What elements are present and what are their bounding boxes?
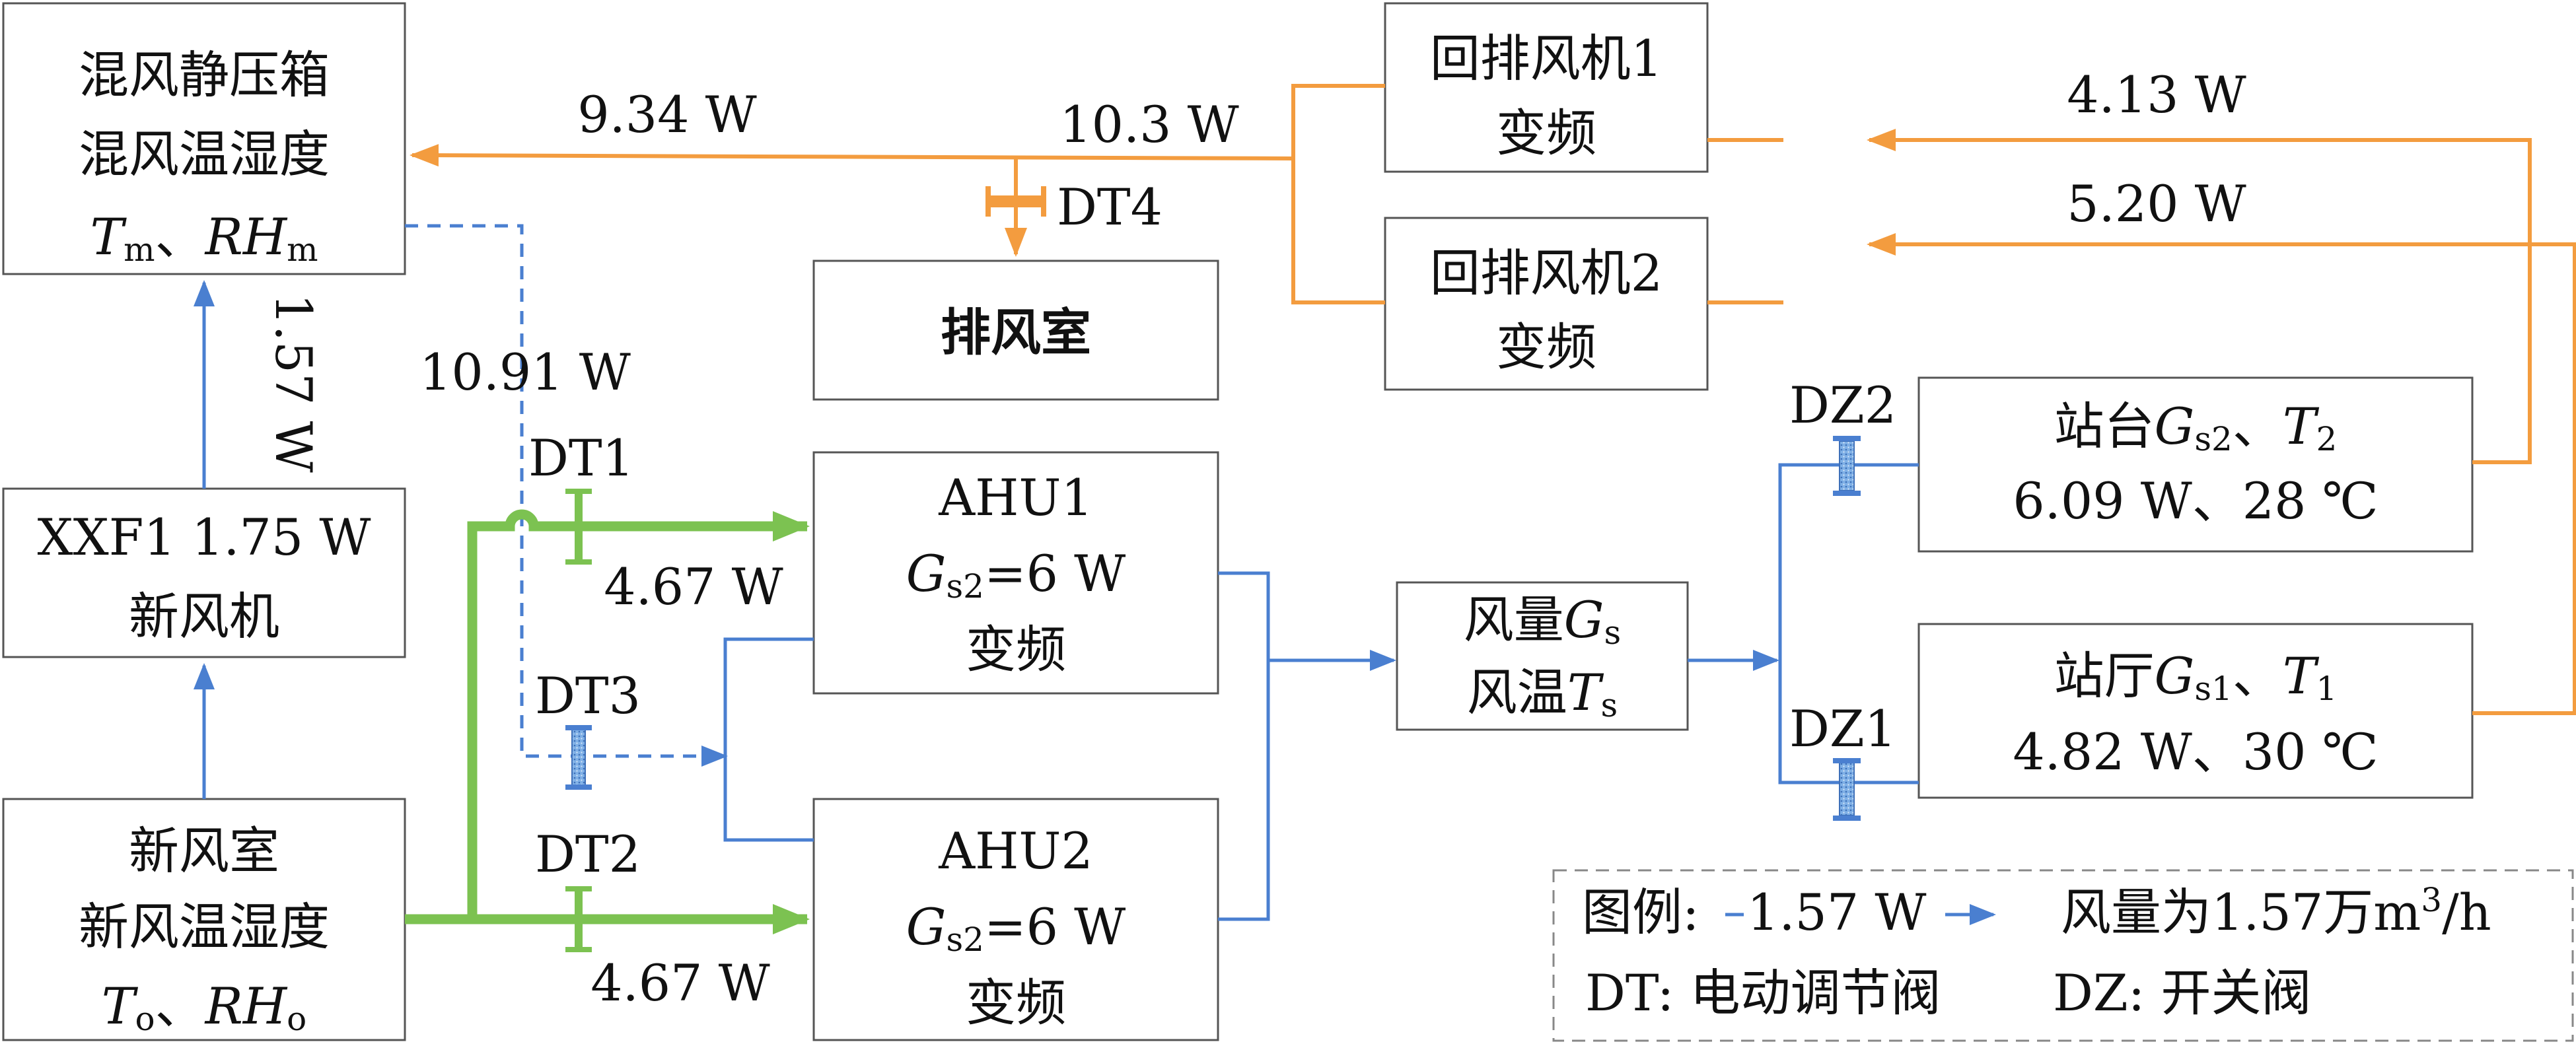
dt3-valve[interactable] <box>565 725 592 790</box>
ahu2-mode: 变频 <box>966 973 1066 1032</box>
ahu2-name: AHU2 <box>938 821 1093 880</box>
xxf1-type: 新风机 <box>129 587 279 646</box>
fresh-to-ahu1-line <box>467 509 810 919</box>
ahu1-box: AHU1 Gs2=6 W 变频 <box>812 451 1219 695</box>
dt1-valve[interactable] <box>565 489 592 565</box>
return-fan-1-mode: 变频 <box>1496 104 1596 162</box>
return-fan-2-box: 回排风机2 变频 <box>1384 217 1709 391</box>
exhaust-room-label: 排风室 <box>941 303 1091 362</box>
supply-air-box: 风量Gs 风温Ts <box>1396 581 1689 731</box>
hall-values: 4.82 W、30 ℃ <box>2013 722 2378 781</box>
exhaust-room-box: 排风室 <box>812 260 1219 401</box>
dz2-valve[interactable] <box>1833 436 1861 496</box>
platform-title: 站台Gs2、T2 <box>2054 397 2338 458</box>
hall-box: 站厅Gs1、T1 4.82 W、30 ℃ <box>1917 623 2474 799</box>
ahu-inlet-manifold <box>723 637 814 842</box>
supply-air-volume: 风量Gs <box>1464 590 1621 652</box>
return-fan-2-mode: 变频 <box>1496 318 1596 376</box>
dt3-recirculation-line <box>405 224 728 767</box>
ahu1-mode: 变频 <box>966 620 1066 679</box>
platform-return-line <box>1867 129 2532 464</box>
platform-box: 站台Gs2、T2 6.09 W、28 ℃ <box>1917 376 2474 553</box>
xxf1-label: XXF1 1.75 W <box>38 508 371 567</box>
ahu2-in-flow-label: 4.67 W <box>590 954 770 1012</box>
legend-arrow-value: 1.57 W <box>1747 883 1927 942</box>
dt2-valve[interactable] <box>565 886 592 952</box>
xxf1-out-flow-label: 1.57 W <box>264 293 323 473</box>
dz1-valve[interactable] <box>1833 758 1861 821</box>
hall-return-line <box>1867 233 2576 715</box>
dt2-label: DT2 <box>535 825 641 884</box>
fan1-return-flow-label: 4.13 W <box>2067 65 2246 124</box>
return-fan-2-label: 回排风机2 <box>1430 244 1663 302</box>
ahu2-box: AHU2 Gs2=6 W 变频 <box>812 798 1219 1041</box>
return-main-flow-label: 10.3 W <box>1059 95 1239 154</box>
return-fan-1-label: 回排风机1 <box>1430 29 1663 88</box>
fresh-room-subtitle: 新风温湿度 <box>79 897 330 956</box>
ahu1-flow: Gs2=6 W <box>906 544 1126 606</box>
dt3-flow-label: 10.91 W <box>419 343 631 401</box>
mix-plenum-subtitle: 混风温湿度 <box>79 125 330 184</box>
return-fan-1-box: 回排风机1 变频 <box>1384 2 1709 173</box>
mix-plenum-box: 混风静压箱 混风温湿度 Tm、RHm <box>2 2 406 275</box>
platform-values: 6.09 W、28 ℃ <box>2013 471 2378 530</box>
dz2-label: DZ2 <box>1789 376 1896 435</box>
hall-title: 站厅Gs1、T1 <box>2054 646 2338 708</box>
xxf1-fan-box: XXF1 1.75 W 新风机 <box>2 487 406 658</box>
dt3-label: DT3 <box>535 666 641 725</box>
legend: 图例: 1.57 W 风量为1.57万m3/h DT: 电动调节阀 DZ: 开关… <box>1552 869 2574 1042</box>
legend-title: 图例: <box>1582 883 1699 942</box>
supply-air-temp: 风温Ts <box>1467 663 1618 724</box>
legend-dt: DT: 电动调节阀 <box>1585 963 1941 1022</box>
ahu1-name: AHU1 <box>938 468 1093 527</box>
mix-plenum-vars: Tm、RHm <box>90 207 318 269</box>
legend-dz: DZ: 开关阀 <box>2053 963 2312 1022</box>
dz1-label: DZ1 <box>1789 699 1896 758</box>
return-to-plenum-arrow <box>410 144 1294 167</box>
mix-in-flow-label: 9.34 W <box>577 85 757 144</box>
fan-outlet-manifold <box>1291 84 1385 304</box>
fresh-room-vars: To、RHo <box>102 977 306 1038</box>
dt4-label: DT4 <box>1057 178 1163 236</box>
dt4-valve[interactable] <box>985 186 1046 217</box>
fresh-air-room-box: 新风室 新风温湿度 To、RHo <box>2 798 406 1041</box>
mix-plenum-title: 混风静压箱 <box>79 46 330 104</box>
ahu1-in-flow-label: 4.67 W <box>604 557 783 616</box>
ahu2-flow: Gs2=6 W <box>906 897 1126 959</box>
ahu-outlet-manifold <box>1218 571 1270 921</box>
dt1-label: DT1 <box>528 429 634 487</box>
fresh-room-title: 新风室 <box>129 821 279 880</box>
fan2-return-flow-label: 5.20 W <box>2067 174 2246 233</box>
legend-arrow-desc: 风量为1.57万m3/h <box>2061 881 2491 942</box>
